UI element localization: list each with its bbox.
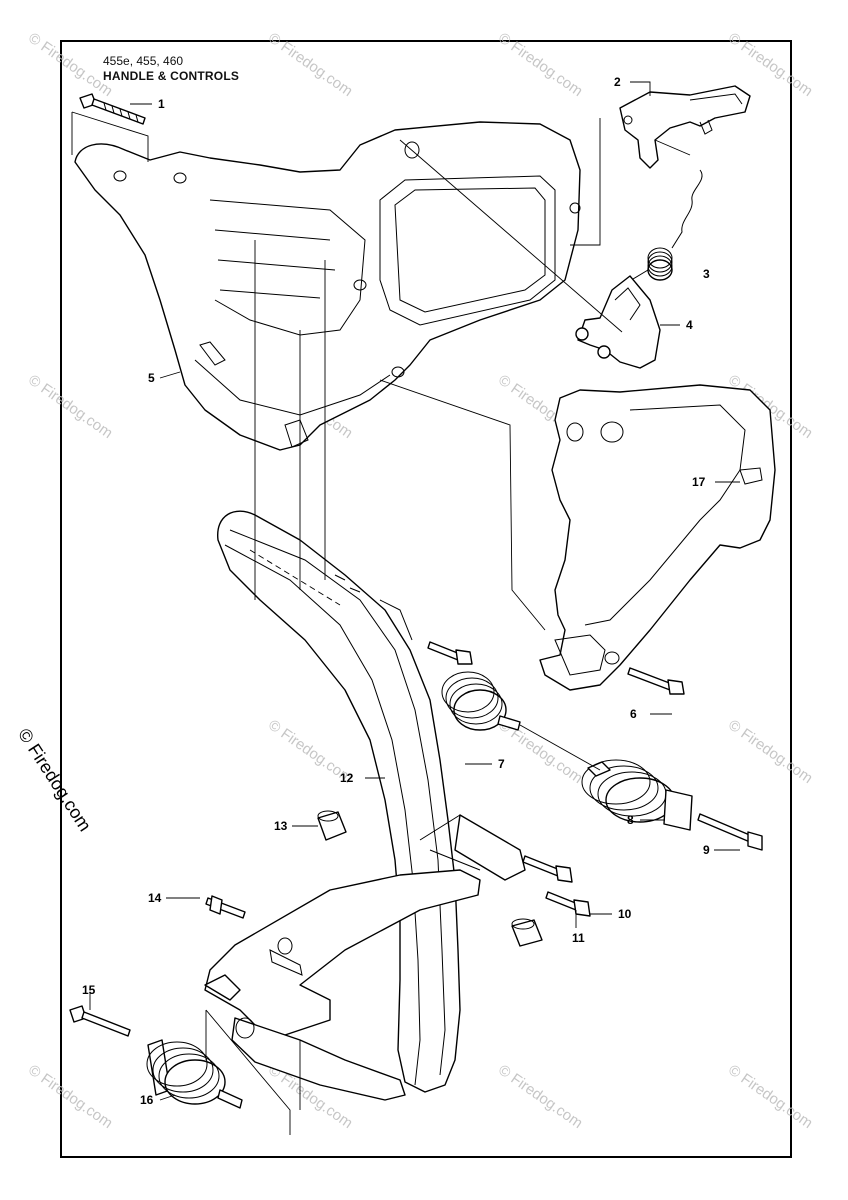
callout-8: 8 <box>627 813 634 827</box>
screw-part-1 <box>79 93 146 125</box>
throttle-trigger-part-2 <box>619 85 751 169</box>
callout-14: 14 <box>148 891 162 905</box>
spring-part-3 <box>627 169 703 283</box>
callout-13: 13 <box>274 819 288 833</box>
front-handle-bracket <box>204 814 526 1101</box>
title-block: 455e, 455, 460 HANDLE & CONTROLS <box>103 54 239 84</box>
av-spring-part-7 <box>441 671 521 731</box>
callout-11: 11 <box>572 931 585 945</box>
callout-9: 9 <box>703 843 710 857</box>
bushing-lower <box>511 918 543 947</box>
callout-leaders <box>89 81 740 1101</box>
bushing-part-13 <box>317 810 347 841</box>
callout-16: 16 <box>140 1093 154 1107</box>
diagram-frame <box>60 40 792 1158</box>
bolt-part-11 <box>522 855 573 883</box>
bolt-part-10 <box>545 891 591 917</box>
av-spring-part-8 <box>581 759 693 831</box>
callout-10: 10 <box>618 907 632 921</box>
callout-2: 2 <box>614 75 621 89</box>
bolt-part-6 <box>627 667 685 695</box>
side-cover-part-17 <box>539 384 776 691</box>
model-list: 455e, 455, 460 <box>103 54 184 68</box>
av-spring-part-16 <box>146 1039 243 1109</box>
callout-3: 3 <box>703 267 710 281</box>
callout-17: 17 <box>692 475 706 489</box>
bolt-part-9 <box>697 813 763 851</box>
callout-7: 7 <box>498 757 505 771</box>
callout-6: 6 <box>630 707 637 721</box>
screw-part-15 <box>69 1005 131 1037</box>
rear-handle-housing <box>74 121 581 451</box>
callout-15: 15 <box>82 983 96 997</box>
front-handle-bar-part-12 <box>217 510 461 1093</box>
throttle-lockout-part-4 <box>575 275 661 369</box>
callout-1: 1 <box>158 97 165 111</box>
callout-labels: 1 2 3 4 5 6 7 8 9 10 11 12 13 14 15 16 1… <box>82 75 710 1107</box>
section-title: HANDLE & CONTROLS <box>103 69 240 83</box>
callout-5: 5 <box>148 371 155 385</box>
callout-4: 4 <box>686 318 693 332</box>
stud-part-14 <box>205 895 246 919</box>
assembly-lines <box>71 111 691 1135</box>
bolt-upper-handle <box>427 641 473 665</box>
callout-12: 12 <box>340 771 354 785</box>
